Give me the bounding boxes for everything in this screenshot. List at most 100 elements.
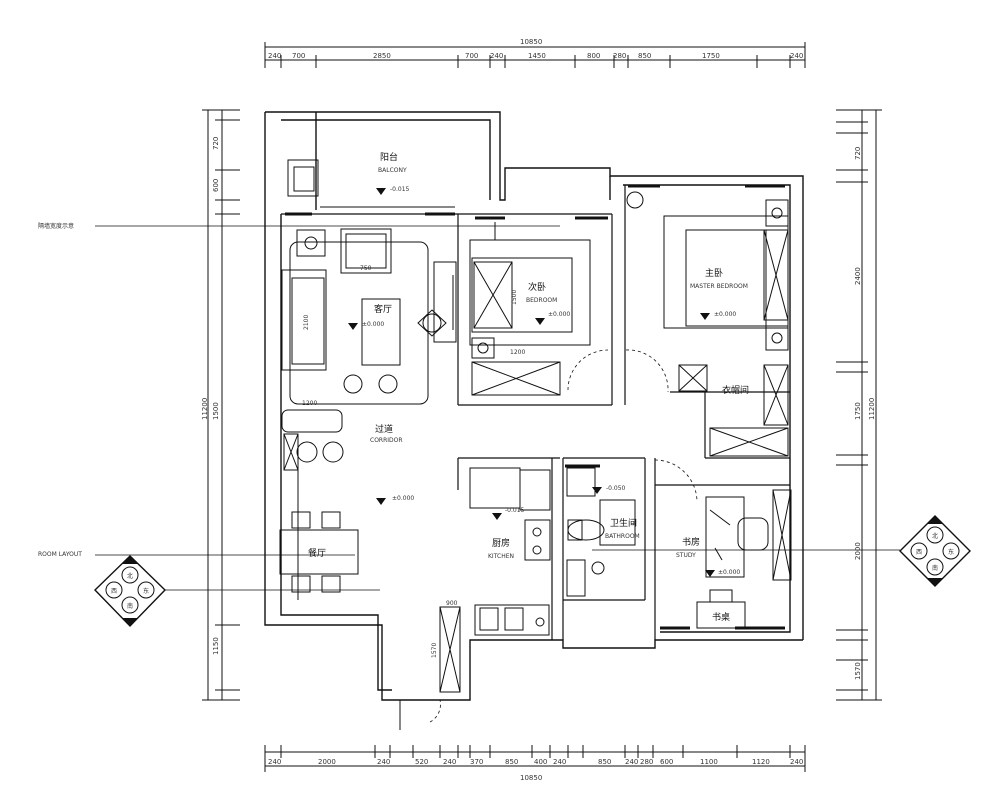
bedroom2-name: 次卧 <box>528 281 546 293</box>
balcony-level: -0.015 <box>390 186 410 193</box>
left-dim-3: 600 <box>212 179 220 192</box>
overall-bottom-dim: 10850 <box>520 774 542 782</box>
exterior-walls <box>264 111 804 701</box>
master-name: 主卧 <box>705 267 723 279</box>
top-dim-6: 1450 <box>528 52 546 60</box>
fridge-dim: 1570 <box>431 643 438 658</box>
right-dim-4: 2400 <box>854 267 862 285</box>
bot-dim-4: 520 <box>415 758 428 766</box>
annotation-left-top: 隔墙宽度示意 <box>38 222 74 230</box>
wardrobe-name: 衣帽间 <box>722 384 749 396</box>
leader-lines <box>95 225 900 591</box>
living-name: 客厅 <box>374 303 392 315</box>
top-dim-9: 850 <box>638 52 651 60</box>
left-total-dim: 11200 <box>201 398 209 420</box>
bot-dim-8: 400 <box>534 758 547 766</box>
top-dim-1: 240 <box>268 52 281 60</box>
kitchen-furniture <box>439 467 551 693</box>
master-level: ±0.000 <box>714 311 736 318</box>
bathroom-fixtures <box>566 467 636 597</box>
interior-walls <box>281 185 790 640</box>
top-dimension-chain <box>264 42 806 68</box>
corridor-name: 过道 <box>375 423 393 435</box>
balcony-area <box>287 159 455 208</box>
top-dim-4: 700 <box>465 52 478 60</box>
right-dim-6: 1750 <box>854 402 862 420</box>
compass-left-e: 东 <box>143 587 149 595</box>
study-sub: STUDY <box>676 552 696 559</box>
kitchen-level: -0.015 <box>505 507 525 514</box>
furniture-dims: 750 2100 1500 1200 1200 900 1570 <box>302 265 525 658</box>
top-dim-3: 2850 <box>373 52 391 60</box>
compass-right-s: 南 <box>932 564 938 572</box>
bedroom-2-furniture <box>469 222 591 396</box>
compass-right-e: 东 <box>948 548 954 556</box>
bathroom-sub: BATHROOM <box>605 533 640 540</box>
bot-dim-11: 240 <box>625 758 638 766</box>
study-level: ±0.000 <box>718 569 740 576</box>
right-total-dim: 11200 <box>868 398 876 420</box>
compass-right: 北 南 西 东 <box>899 515 971 587</box>
bot-dim-2: 2000 <box>318 758 336 766</box>
bedroom2-level: ±0.000 <box>548 311 570 318</box>
tv-dim: 1200 <box>510 349 525 356</box>
compass-left-n: 北 <box>127 572 133 580</box>
dimension-text: 10850 10850 240 700 2850 700 240 1450 80… <box>201 38 876 782</box>
study-furniture <box>696 489 792 629</box>
compass-left: 北 南 西 东 <box>94 555 166 628</box>
master-sub: MASTER BEDROOM <box>690 283 748 290</box>
bathroom-level: -0.050 <box>606 485 626 492</box>
corridor-sub: CORRIDOR <box>370 437 403 444</box>
left-dimension-chain <box>202 109 240 701</box>
kitchen-sub: KITCHEN <box>488 553 514 560</box>
annotations: 隔墙宽度示意 ROOM LAYOUT <box>38 222 82 558</box>
compass-left-s: 南 <box>127 602 133 610</box>
bathroom-name: 卫生间 <box>610 517 637 529</box>
left-dim-mid: 1500 <box>212 402 220 420</box>
balcony-sub: BALCONY <box>378 167 407 174</box>
overall-top-dim: 10850 <box>520 38 542 46</box>
right-dim-8: 2000 <box>854 542 862 560</box>
door-dim: 900 <box>446 600 458 607</box>
living-level: ±0.000 <box>362 321 384 328</box>
right-dimension-chain <box>836 109 882 701</box>
level-markers <box>348 188 715 577</box>
desk-name: 书桌 <box>712 611 730 623</box>
bot-dim-10: 850 <box>598 758 611 766</box>
right-dim-2: 720 <box>854 147 862 160</box>
corridor-level: ±0.000 <box>392 495 414 502</box>
windows <box>285 184 785 630</box>
bot-dim-1: 240 <box>268 758 281 766</box>
top-dim-2: 700 <box>292 52 305 60</box>
dining-name: 餐厅 <box>308 547 326 559</box>
annotation-left-mid: ROOM LAYOUT <box>38 551 82 558</box>
tv2-dim: 1200 <box>302 400 317 407</box>
compass-right-w: 西 <box>916 549 922 556</box>
top-dim-11: 240 <box>790 52 803 60</box>
living-room-furniture <box>281 228 457 405</box>
bot-dim-3: 240 <box>377 758 390 766</box>
dining-furniture <box>279 409 359 600</box>
master-bedroom-furniture <box>626 191 789 457</box>
bot-dim-5: 240 <box>443 758 456 766</box>
bot-dim-14: 1100 <box>700 758 718 766</box>
right-dim-9: 1570 <box>854 662 862 680</box>
balcony-name: 阳台 <box>380 151 398 163</box>
bottom-dimension-chain <box>264 745 806 772</box>
bedroom2-sub: BEDROOM <box>526 297 557 304</box>
top-dim-7: 800 <box>587 52 600 60</box>
kitchen-name: 厨房 <box>492 537 510 549</box>
left-dim-2: 720 <box>212 137 220 150</box>
study-name: 书房 <box>682 536 700 548</box>
bot-dim-6: 370 <box>470 758 483 766</box>
left-dim-6: 1150 <box>212 637 220 655</box>
bot-dim-12: 280 <box>640 758 653 766</box>
bed2-dim: 1500 <box>511 290 518 305</box>
sofa-width: 750 <box>360 265 372 272</box>
room-labels: 阳台 BALCONY -0.015 客厅 ±0.000 次卧 BEDROOM ±… <box>308 151 749 623</box>
compass-right-n: 北 <box>932 532 938 540</box>
bot-dim-16: 240 <box>790 758 803 766</box>
bot-dim-9: 240 <box>553 758 566 766</box>
bot-dim-13: 600 <box>660 758 673 766</box>
